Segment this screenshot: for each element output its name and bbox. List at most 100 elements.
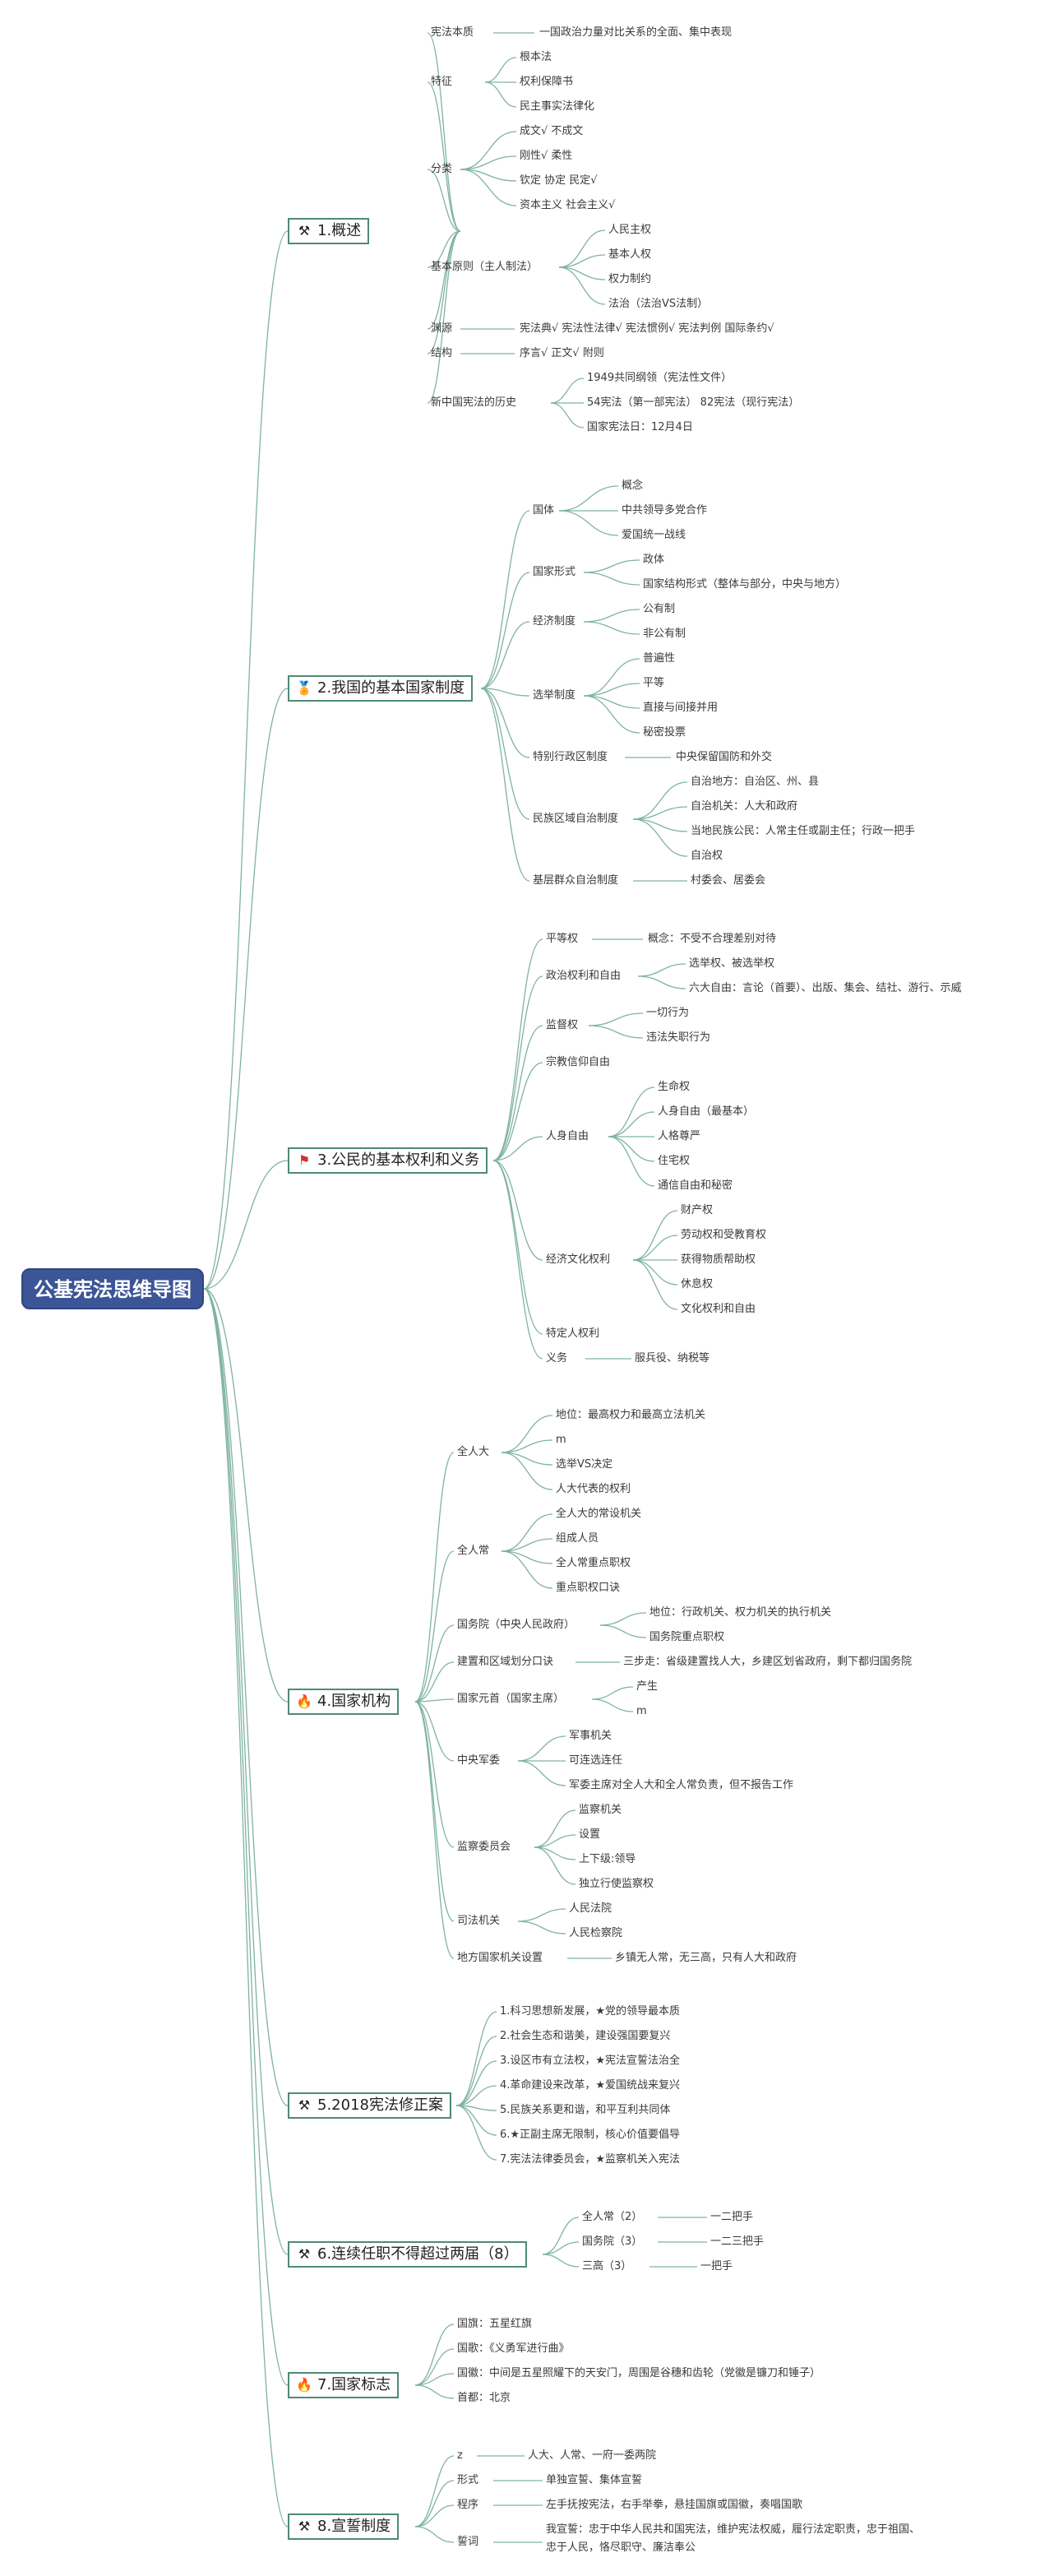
s4-npc-3: 选举VS决定 [556, 1458, 613, 1471]
s2-ethnic[interactable]: 民族区域自治制度 [533, 813, 619, 825]
connector [414, 2384, 455, 2399]
section-7-node[interactable]: 🔥7.国家标志 [288, 2372, 400, 2398]
s3-religion[interactable]: 宗教信仰自由 [546, 1056, 611, 1068]
s1-history[interactable]: 新中国宪法的历史 [431, 396, 517, 409]
s6-a[interactable]: 全人常（2） [582, 2211, 643, 2223]
s1-history-3: 国家宪法日：12月4日 [587, 421, 693, 433]
s3-econ[interactable]: 经济文化权利 [546, 1253, 611, 1266]
connector [583, 683, 640, 697]
s4-division[interactable]: 建置和区域划分口诀 [457, 1656, 554, 1668]
connector [492, 1025, 543, 1161]
connector [501, 1513, 553, 1552]
s4-local[interactable]: 地方国家机关设置 [457, 1952, 543, 1964]
s3-supervise[interactable]: 监督权 [546, 1019, 579, 1031]
s8-proc[interactable]: 程序 [457, 2499, 479, 2511]
connector [480, 510, 530, 689]
s2-econ[interactable]: 经济制度 [533, 615, 576, 628]
s3-equal[interactable]: 平等权 [546, 933, 579, 945]
s1-history-1: 1949共同纲领（宪法性文件） [587, 372, 733, 384]
connector [484, 81, 517, 108]
connector [583, 609, 640, 623]
s1-class[interactable]: 分类 [431, 163, 453, 175]
s1-structure[interactable]: 结构 [431, 347, 453, 359]
s3-political[interactable]: 政治权利和自由 [546, 970, 622, 982]
connector [480, 621, 530, 689]
s1-feature[interactable]: 特征 [431, 76, 453, 88]
root-node[interactable]: 公基宪法思维导图 [21, 1268, 204, 1309]
s1-principle[interactable]: 基本原则（主人制法） [431, 261, 538, 273]
connector [414, 2504, 455, 2527]
section-8-node[interactable]: ⚒8.宣誓制度 [288, 2513, 400, 2540]
s4-head[interactable]: 国家元首（国家主席） [457, 1693, 565, 1705]
s5-item-1: 1.科习思想新发展，★党的领导最本质 [500, 2005, 681, 2018]
section-2-node[interactable]: 🏅2.我国的基本国家制度 [288, 675, 474, 702]
s1-feature-2: 权利保障书 [520, 76, 574, 88]
s4-supervision[interactable]: 监察委员会 [457, 1841, 511, 1853]
s4-npc-1: 地位：最高权力和最高立法机关 [556, 1409, 706, 1421]
s2-elect[interactable]: 选举制度 [533, 689, 576, 702]
connector [588, 1012, 644, 1026]
connector [492, 1160, 543, 1360]
connector [501, 1415, 553, 1453]
s4-cmc[interactable]: 中央军委 [457, 1754, 501, 1767]
s4-npcsc-2: 组成人员 [556, 1532, 599, 1545]
section-5-node[interactable]: ⚒5.2018宪法修正案 [288, 2092, 451, 2119]
connector [427, 230, 461, 354]
connector [455, 2036, 497, 2106]
s3-person[interactable]: 人身自由 [546, 1130, 589, 1142]
s4-npc[interactable]: 全人大 [457, 1446, 490, 1458]
s6-c[interactable]: 三高（3） [582, 2260, 632, 2273]
connector [632, 1259, 678, 1286]
section-3-node[interactable]: ⚑3.公民的基本权利和义务 [288, 1147, 488, 1174]
s4-npcsc[interactable]: 全人常 [457, 1545, 490, 1557]
s2-guoti[interactable]: 国体 [533, 504, 555, 517]
connector [591, 1686, 634, 1700]
s2-grass[interactable]: 基层群众自治制度 [533, 874, 619, 887]
s6-b[interactable]: 国务院（3） [582, 2235, 643, 2248]
s3-political-2: 六大自由：言论（首要）、出版、集会、结社、游行、示威 [689, 982, 962, 994]
s4-sup-2: 设置 [579, 1828, 601, 1841]
s3-special[interactable]: 特定人权利 [546, 1327, 600, 1340]
s8-form[interactable]: 形式 [457, 2474, 479, 2486]
section-1-node[interactable]: ⚒1.概述 [288, 218, 370, 244]
s5-item-7: 7.宪法法律委员会，★监察机关入宪法 [500, 2153, 681, 2166]
s3-political-1: 选举权、被选举权 [689, 957, 775, 970]
s6-c-value: 一把手 [700, 2260, 733, 2273]
connector [583, 572, 640, 586]
connector [414, 2373, 455, 2386]
fire-icon: 🔥 [296, 2377, 312, 2393]
s1-essence[interactable]: 宪法本质 [431, 26, 474, 39]
s1-source[interactable]: 渊源 [431, 322, 453, 335]
section-4-node[interactable]: 🔥4.国家机构 [288, 1689, 400, 1715]
s3-equal-value: 概念：不受不合理差别对待 [648, 933, 777, 945]
connector [501, 1439, 553, 1453]
connector [414, 2348, 455, 2386]
s2-elect-2: 平等 [643, 677, 665, 689]
s3-duty[interactable]: 义务 [546, 1352, 568, 1364]
connector [558, 266, 606, 305]
s4-cmc-1: 军事机关 [569, 1730, 612, 1742]
s2-sar[interactable]: 特别行政区制度 [533, 751, 608, 763]
s2-elect-3: 直接与间接并用 [643, 702, 719, 714]
s4-state-council[interactable]: 国务院（中央人民政府） [457, 1619, 575, 1631]
s5-item-6: 6.★正副主席无限制，核心价值要倡导 [500, 2129, 681, 2141]
s4-head-2: m [636, 1705, 647, 1717]
s8-oath[interactable]: 誓词 [457, 2536, 479, 2548]
connector [558, 485, 619, 512]
s3-econ-1: 财产权 [681, 1204, 714, 1216]
s4-sc-1: 地位：行政机关、权力机关的执行机关 [649, 1606, 832, 1619]
root-to-section [203, 1288, 289, 2527]
root-to-section [203, 1288, 289, 2106]
s4-judicial[interactable]: 司法机关 [457, 1915, 501, 1927]
connector [517, 1760, 566, 1786]
section-6-node[interactable]: ⚒6.连续任职不得超过两届（8） [288, 2241, 527, 2268]
s4-npc-2: m [556, 1434, 566, 1446]
connector [632, 1235, 678, 1261]
connector [583, 559, 640, 573]
connector [414, 1550, 455, 1703]
s3-person-5: 通信自由和秘密 [658, 1179, 733, 1192]
s3-econ-5: 文化权利和自由 [681, 1303, 756, 1315]
s8-z[interactable]: z [457, 2449, 463, 2462]
s2-form[interactable]: 国家形式 [533, 566, 576, 578]
